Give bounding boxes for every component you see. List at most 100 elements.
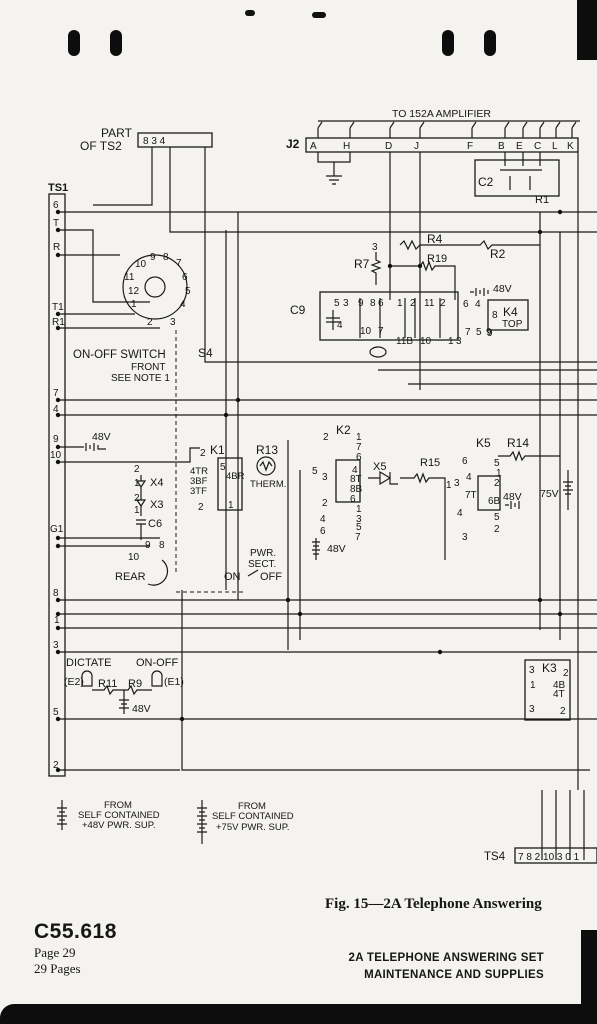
s4-switch-wafer: [122, 254, 188, 320]
j2-pin: D: [385, 141, 392, 152]
svg-text:6B: 6B: [488, 496, 501, 507]
svg-text:10: 10: [135, 259, 147, 270]
svg-text:8: 8: [159, 540, 165, 551]
junction-dots: [55, 209, 563, 773]
svg-text:8T: 8T: [350, 474, 362, 485]
ts1-terminals: 6 T R T1 R1 7 4 9 10 G1 8 1 3 5 2: [50, 200, 65, 771]
cable-loop: [369, 346, 387, 358]
svg-text:2: 2: [410, 298, 416, 309]
svg-text:1: 1: [228, 500, 234, 511]
r19-label: R19: [427, 253, 447, 265]
r11-label: R11: [98, 678, 117, 690]
svg-text:5: 5: [356, 522, 362, 533]
svg-text:3: 3: [529, 704, 535, 715]
ts1-terminal: 9: [53, 434, 59, 445]
svg-text:3: 3: [343, 298, 349, 309]
svg-text:5: 5: [334, 298, 340, 309]
svg-text:9: 9: [487, 328, 493, 339]
j2-connector: [305, 137, 579, 153]
svg-text:9: 9: [486, 327, 492, 338]
legend-48v: FROM SELF CONTAINED +48V PWR. SUP.: [57, 800, 160, 831]
svg-text:8: 8: [492, 310, 498, 321]
ts4-terminal-strip: [514, 847, 597, 864]
svg-text:7: 7: [378, 326, 384, 337]
s4-label: S4: [198, 346, 213, 360]
75v-label: 75V: [540, 488, 559, 500]
svg-text:+75V PWR. SUP.: +75V PWR. SUP.: [216, 822, 289, 833]
svg-text:1: 1: [530, 680, 536, 691]
lamp-resistors: [92, 684, 152, 696]
k2-48v-label: 48V: [327, 543, 346, 555]
svg-text:2: 2: [563, 668, 569, 679]
ink-blot: [312, 12, 326, 18]
svg-text:3: 3: [356, 514, 362, 525]
battery-48v: [80, 443, 106, 451]
r1-label: R1: [535, 194, 549, 206]
ts4-terminals: 7 8 2 10 3 0 1: [518, 852, 580, 863]
ts4-label: TS4: [484, 851, 506, 863]
k1-4br: 4BR: [226, 471, 245, 482]
battery-75v: [563, 470, 573, 510]
svg-text:+48V PWR. SUP.: +48V PWR. SUP.: [82, 820, 155, 831]
ink-blot: [245, 10, 255, 16]
page-info: Page 29 29 Pages: [34, 945, 81, 977]
page-number: Page 29: [34, 945, 76, 960]
contact-springs: [326, 298, 441, 338]
svg-text:3: 3: [462, 532, 468, 543]
svg-text:8B: 8B: [350, 484, 363, 495]
k3-label: K3: [542, 661, 557, 675]
svg-text:1: 1: [446, 480, 452, 491]
svg-text:2: 2: [494, 524, 500, 535]
battery-48v: [312, 538, 320, 560]
k4-48v-label: 48V: [493, 283, 512, 295]
svg-text:11: 11: [424, 298, 435, 309]
punch-hole: [110, 30, 122, 56]
on-label: ON: [224, 571, 241, 583]
svg-text:4B: 4B: [553, 680, 566, 691]
svg-text:6: 6: [378, 298, 384, 309]
k1-3bf: 3BF: [190, 476, 208, 487]
punch-hole: [442, 30, 454, 56]
punch-hole: [484, 30, 496, 56]
battery-48v: [119, 690, 129, 714]
lamp-sockets: [81, 670, 163, 687]
svg-text:9: 9: [145, 540, 151, 551]
r14-label: R14: [507, 436, 529, 450]
k4-label: K4: [503, 305, 518, 319]
svg-text:11B: 11B: [396, 336, 413, 347]
ts1-terminal: R1: [52, 317, 65, 328]
svg-text:3: 3: [322, 472, 328, 483]
svg-text:6: 6: [356, 452, 362, 463]
svg-text:4: 4: [352, 465, 358, 476]
battery-48v: [470, 288, 489, 296]
svg-text:1: 1: [397, 298, 403, 309]
c6-capacitor: [136, 519, 146, 540]
svg-text:5: 5: [494, 458, 500, 469]
svg-text:1: 1: [356, 504, 362, 515]
svg-text:5: 5: [185, 286, 191, 297]
j2-pin: C: [534, 141, 541, 152]
k5-relay: [477, 475, 501, 511]
k1-relay: [217, 457, 243, 511]
legend-75v: FROM SELF CONTAINED +75V PWR. SUP.: [197, 800, 294, 844]
e2-label: (E2): [64, 676, 84, 688]
c2-label: C2: [478, 175, 494, 189]
ts1-terminal: 10: [50, 450, 62, 461]
pwr-label: PWR.: [250, 548, 276, 559]
j2-pin: F: [467, 141, 473, 152]
svg-text:3: 3: [456, 336, 462, 347]
j2-pin: L: [552, 141, 558, 152]
plug-arrows: [317, 121, 577, 129]
x5-diode: [368, 470, 398, 486]
c9-label: C9: [290, 303, 306, 317]
k1-label: K1: [210, 443, 225, 457]
ts1-terminal: T1: [52, 302, 64, 313]
r15-resistor: [400, 472, 446, 560]
punch-hole: [68, 30, 80, 56]
s4-title: ON-OFF SWITCH: [73, 349, 166, 361]
svg-text:4: 4: [475, 299, 481, 310]
svg-text:SELF CONTAINED: SELF CONTAINED: [78, 810, 160, 821]
